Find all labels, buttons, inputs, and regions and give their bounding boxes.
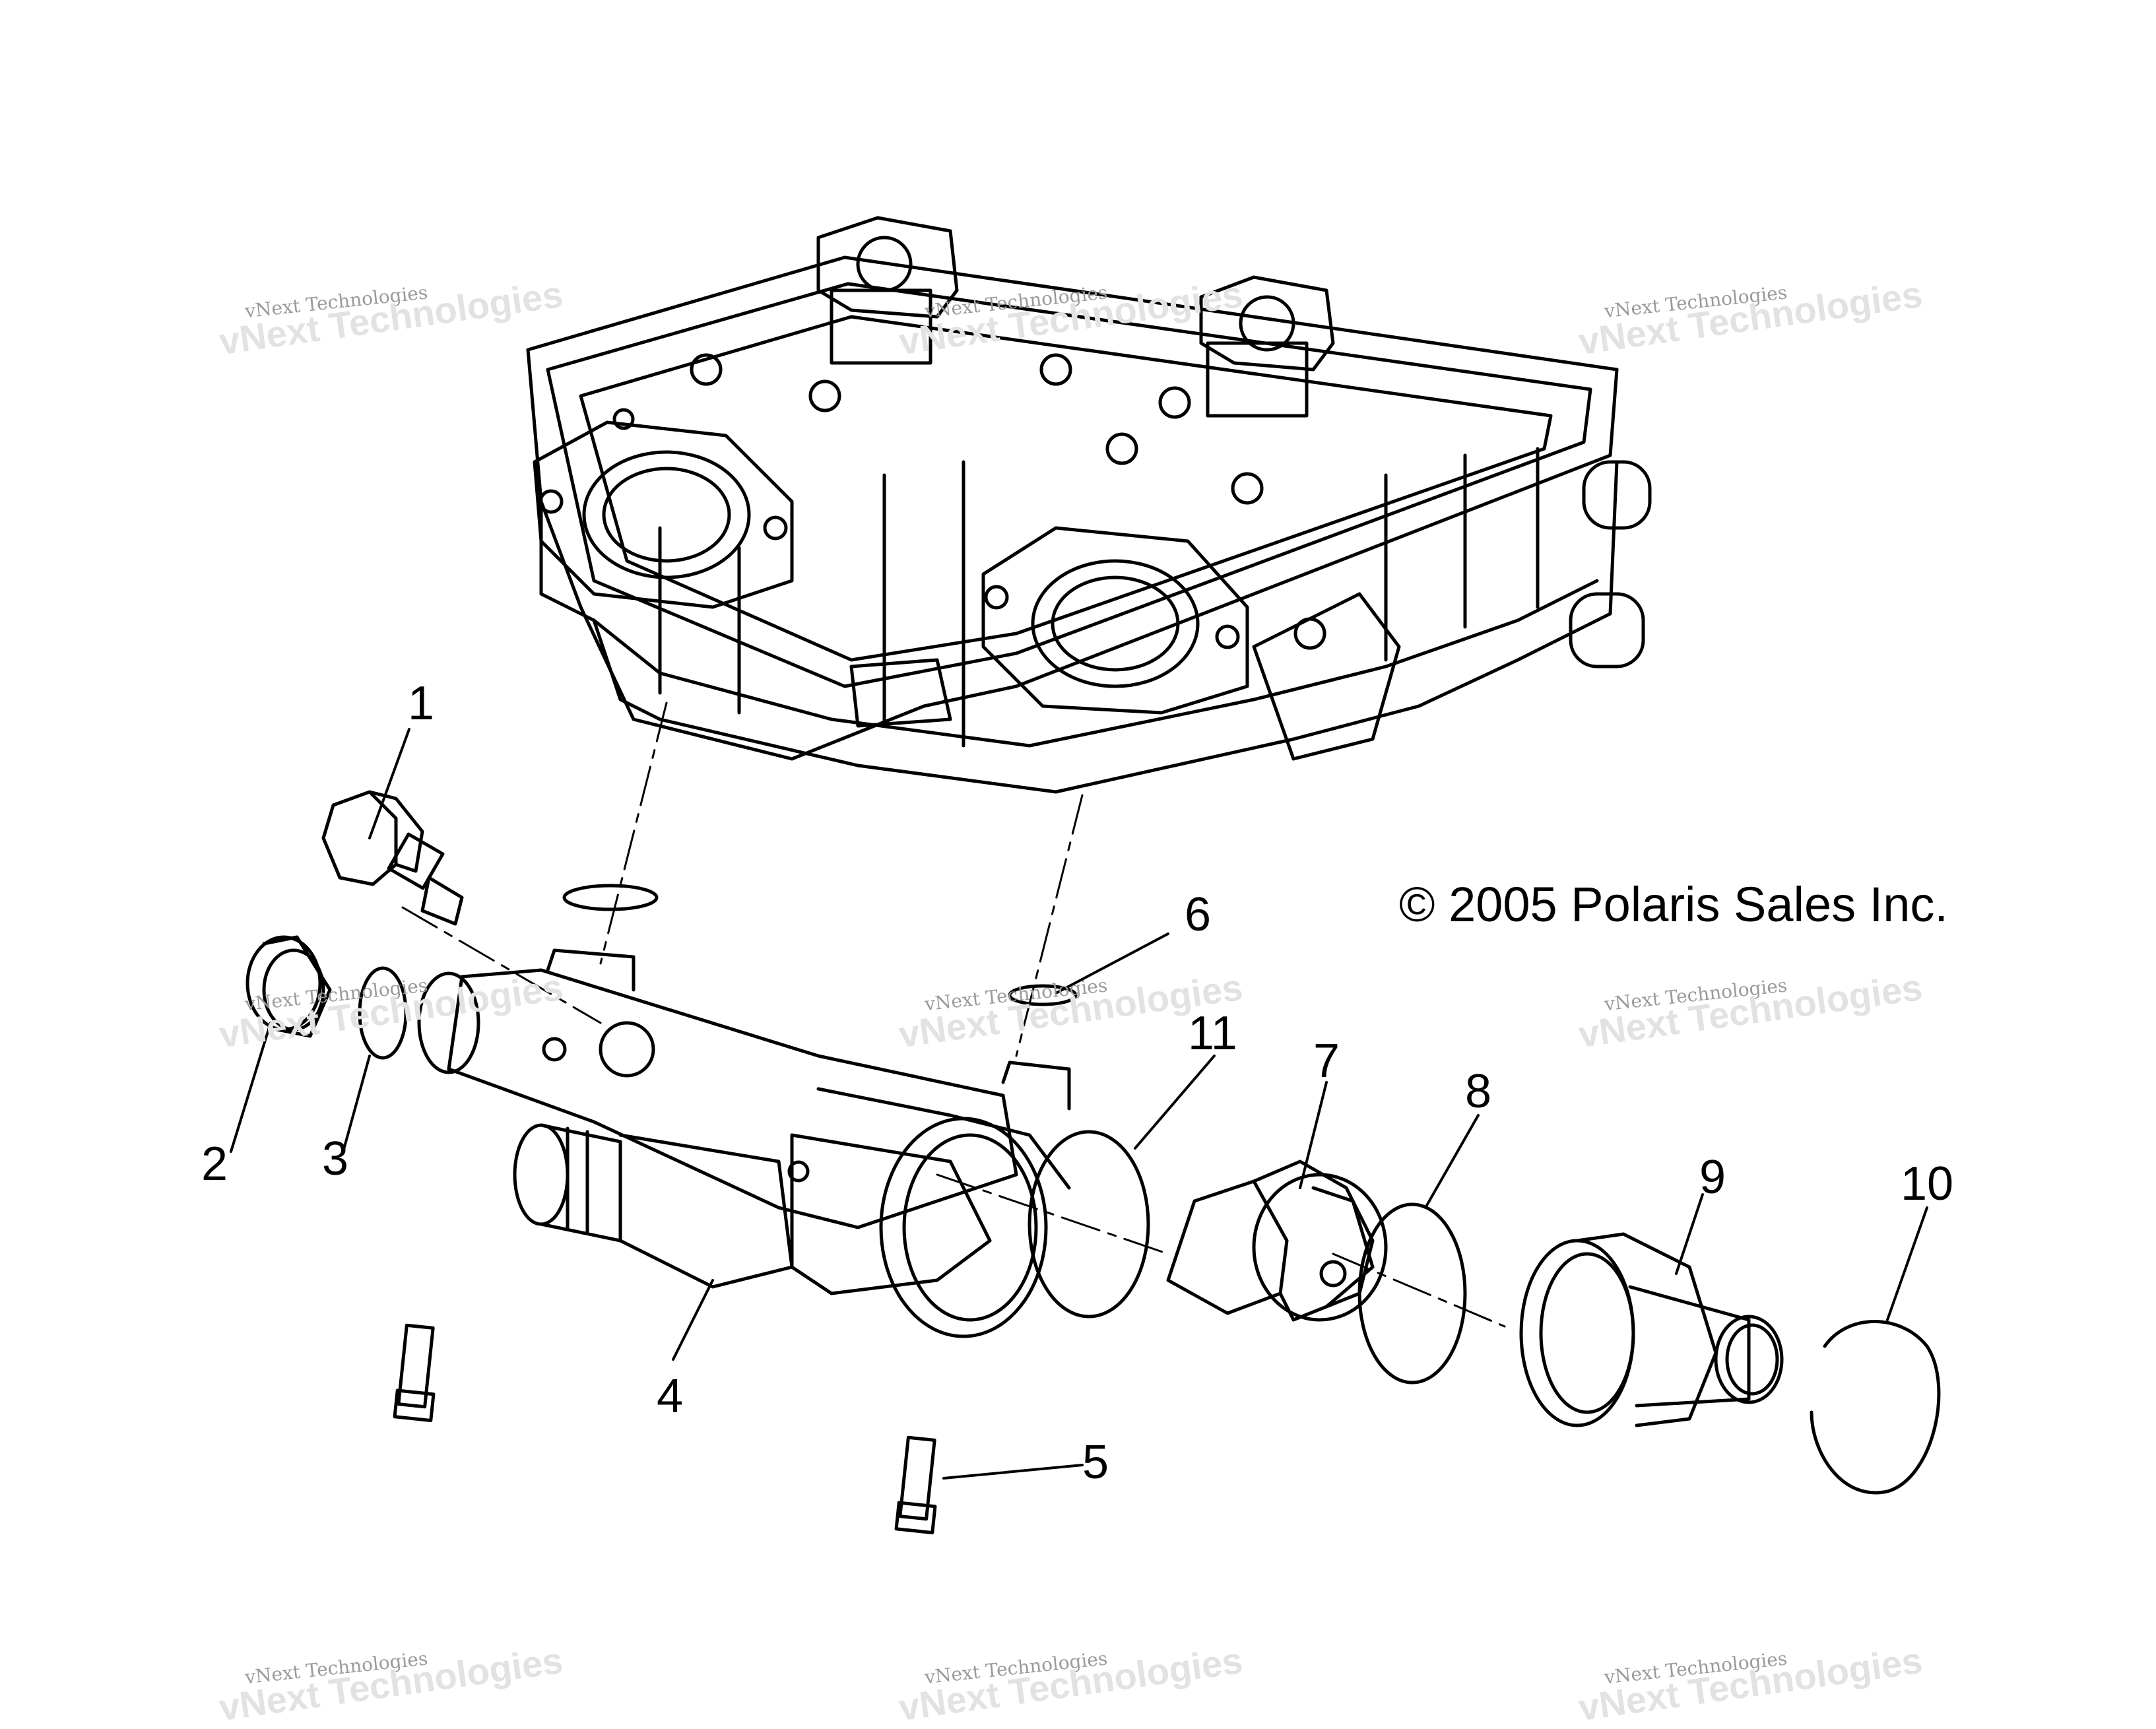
alignment-lines <box>401 701 1506 1328</box>
outlet-fitting <box>1519 1232 1784 1427</box>
thermostat-housing <box>417 948 1071 1338</box>
o-ring-small <box>358 966 408 1060</box>
o-ring-11 <box>1028 1130 1150 1319</box>
callout-11: 11 <box>1188 1007 1237 1060</box>
callout-8: 8 <box>1465 1065 1492 1118</box>
bolt-left <box>393 1323 436 1423</box>
bolt-5 <box>894 1435 937 1535</box>
callout-9: 9 <box>1699 1151 1726 1204</box>
o-ring-6 <box>1008 984 1078 1006</box>
callout-7: 7 <box>1313 1035 1340 1088</box>
thermostat <box>1166 1159 1388 1322</box>
cylinder-head <box>526 216 1652 794</box>
o-ring-8 <box>1357 1202 1467 1385</box>
copyright-notice: © 2005 Polaris Sales Inc. <box>1399 877 1948 932</box>
callout-1: 1 <box>408 677 435 730</box>
callout-4: 4 <box>657 1370 684 1423</box>
leader-lines <box>230 728 1928 1480</box>
callout-10: 10 <box>1901 1158 1954 1210</box>
callout-5: 5 <box>1082 1436 1109 1489</box>
callout-2: 2 <box>201 1138 228 1191</box>
circlip <box>1810 1320 1941 1495</box>
o-ring-upper <box>562 884 659 911</box>
callout-6: 6 <box>1185 888 1212 941</box>
temperature-sensor <box>321 790 464 926</box>
plug <box>245 935 332 1038</box>
callout-3: 3 <box>322 1132 349 1185</box>
